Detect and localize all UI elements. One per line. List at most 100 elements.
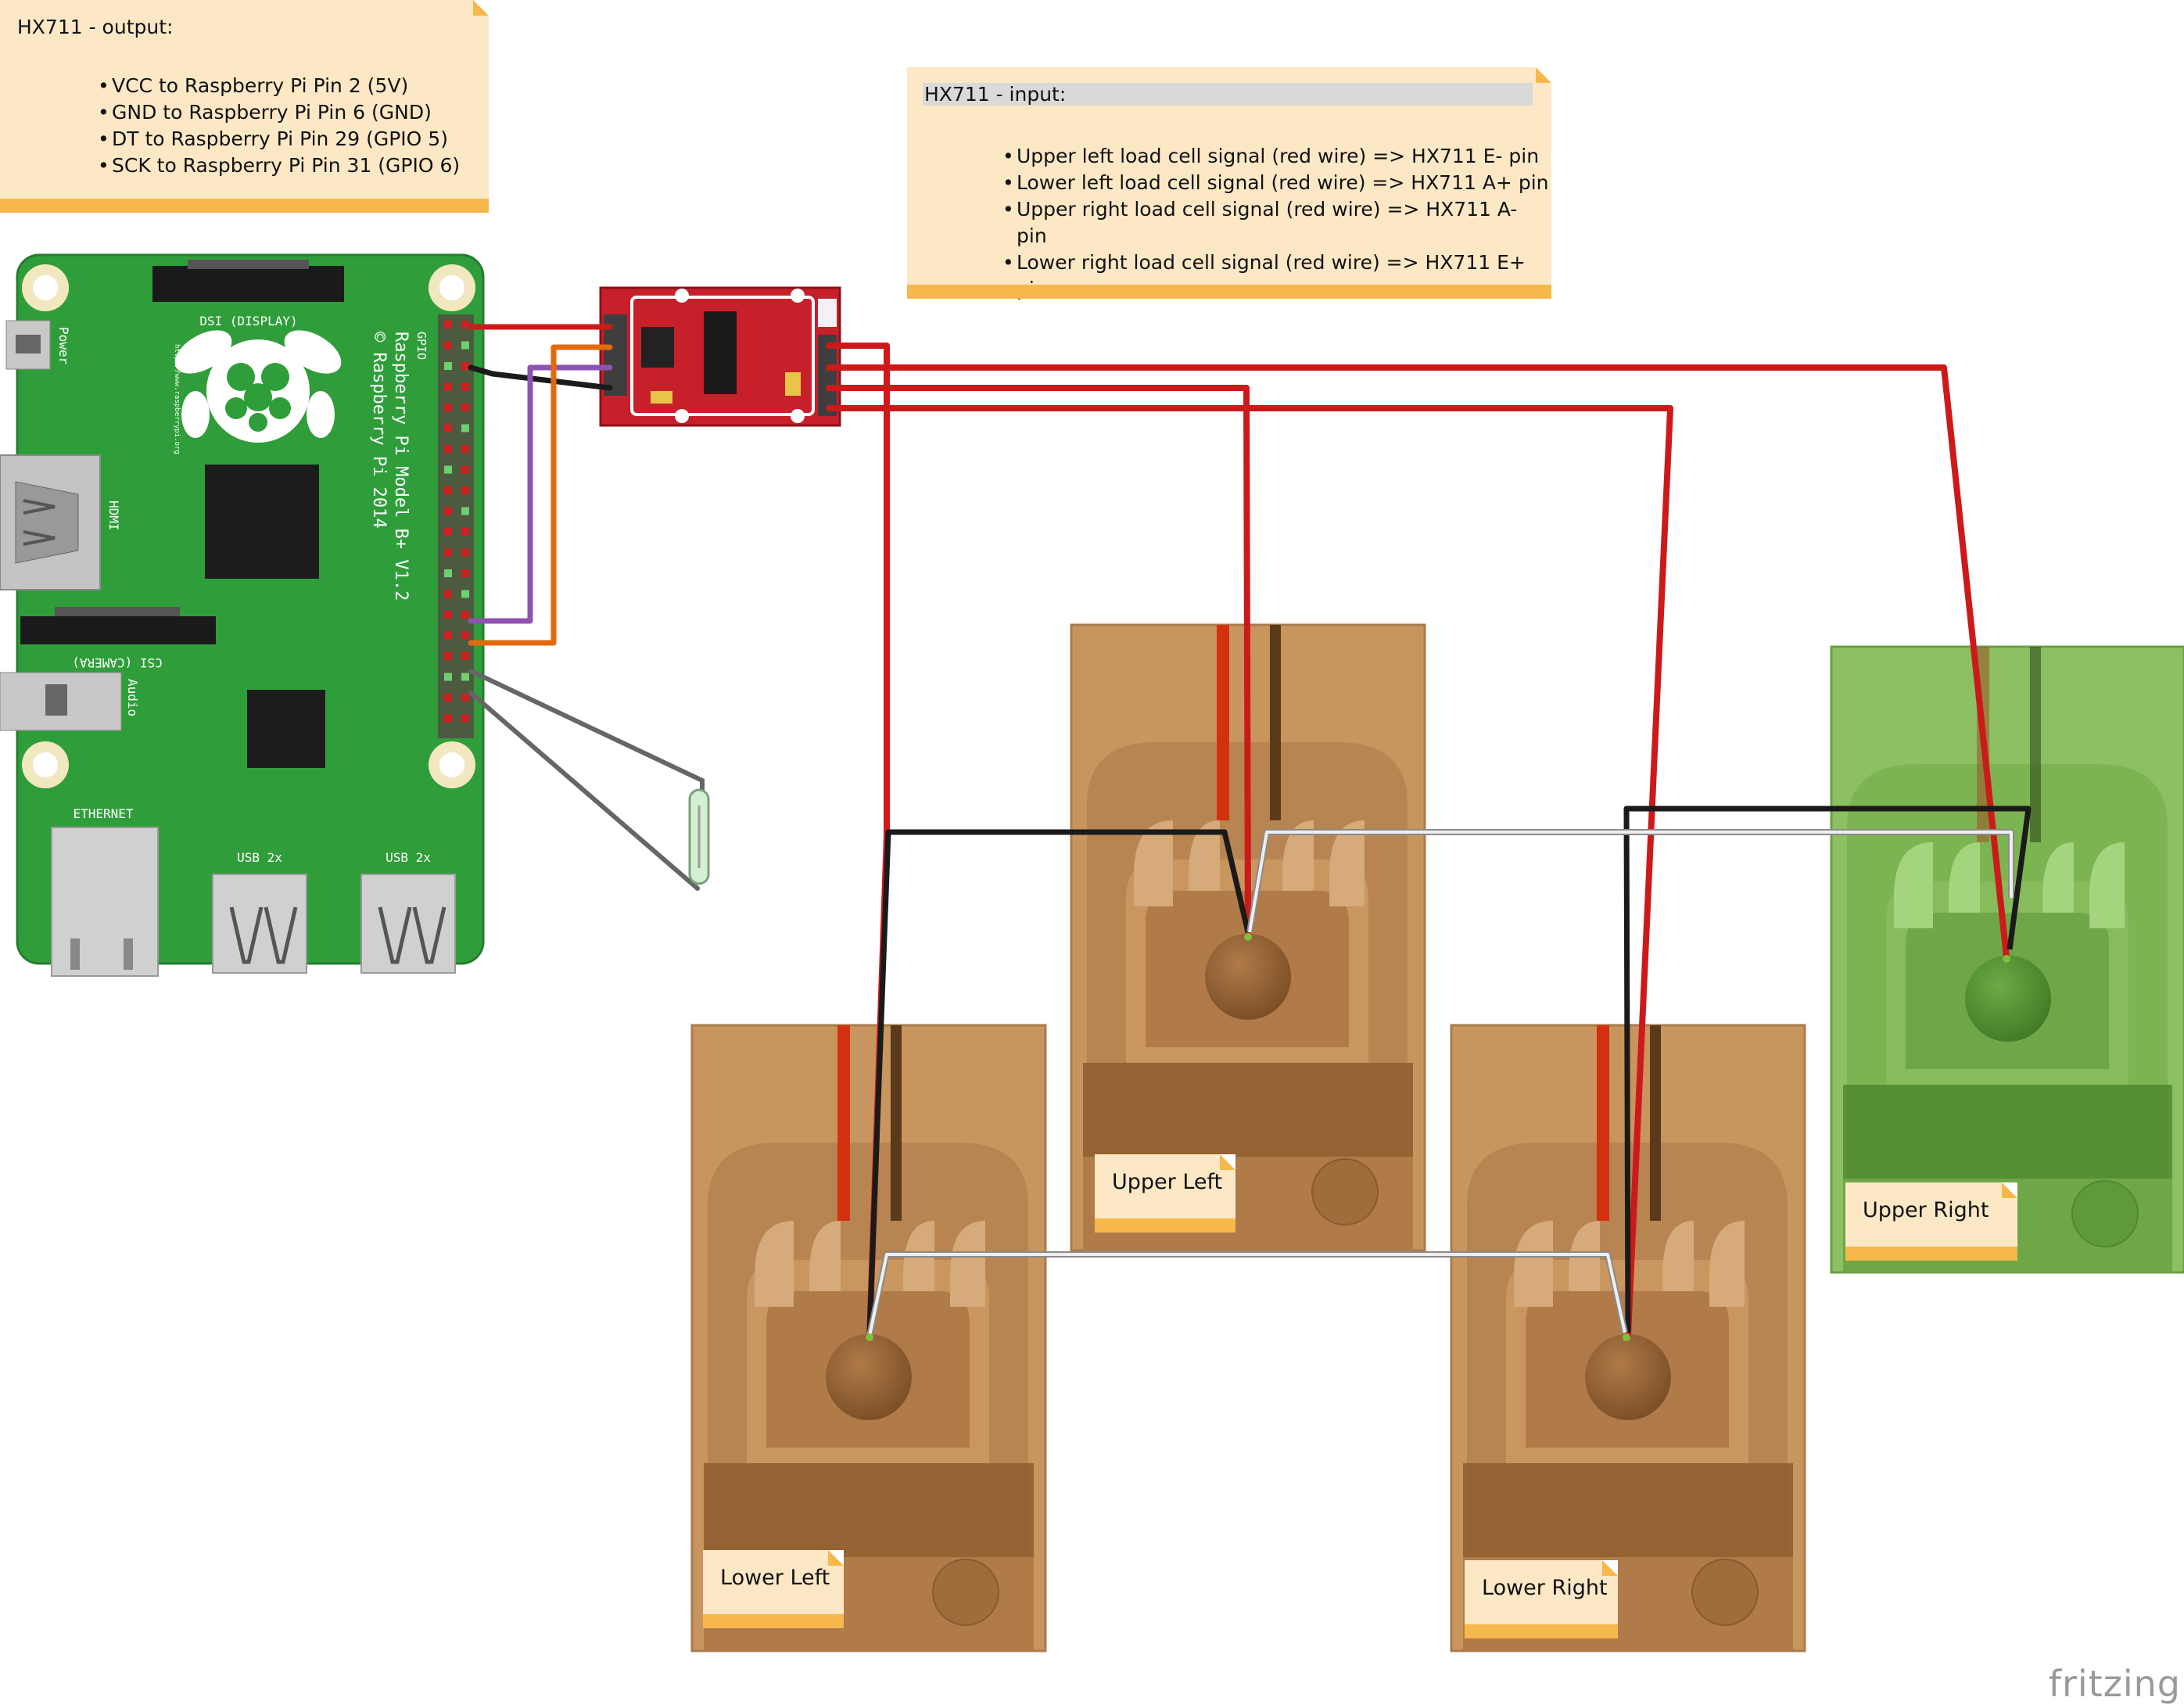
gpio-pin[interactable] (461, 362, 469, 370)
wire-sck (468, 344, 613, 646)
gpio-pin[interactable] (444, 404, 452, 411)
wire-black-right (1623, 806, 2032, 1333)
note-item: Upper right load cell signal (red wire) … (1002, 196, 1551, 249)
gpio-pin[interactable] (444, 673, 452, 681)
gpio-pin[interactable] (444, 382, 452, 391)
note-fold (473, 0, 489, 16)
note-list: Upper left load cell signal (red wire) =… (1002, 143, 1551, 303)
gpio-pin[interactable] (444, 528, 452, 536)
gpio-pin[interactable] (461, 507, 469, 515)
fritzing-brand: fritzing (2048, 1663, 2181, 1705)
power-label: Power (56, 327, 71, 365)
wire-white-top-core (1248, 831, 2013, 933)
gpio-pin[interactable] (444, 507, 452, 515)
gpio-pin[interactable] (444, 341, 452, 350)
gpio-pin[interactable] (444, 569, 452, 577)
label-text: Upper Right (1863, 1198, 1989, 1222)
gpio-pin[interactable] (461, 694, 469, 702)
hdmi-label: HDMI (106, 501, 121, 531)
gpio-pin[interactable] (444, 631, 452, 640)
gpio-pin[interactable] (461, 445, 469, 453)
gpio-label: GPIO (414, 332, 429, 360)
gpio-pin[interactable] (461, 465, 469, 474)
note-item: Lower left load cell signal (red wire) =… (1002, 170, 1551, 196)
gpio-pin[interactable] (444, 694, 452, 702)
label-upper-right[interactable]: Upper Right (1845, 1182, 2017, 1261)
gpio-pin[interactable] (461, 404, 469, 411)
note-title: HX711 - input: (923, 83, 1533, 106)
raspberry-logo (174, 330, 342, 443)
note-hx711-input[interactable]: HX711 - input: Upper left load cell sign… (907, 67, 1551, 300)
gpio-pin[interactable] (461, 673, 469, 681)
gpio-pin[interactable] (444, 445, 452, 453)
wire-reed-2 (468, 691, 700, 891)
gpio-pin[interactable] (461, 569, 469, 577)
load-cell-upper-left[interactable] (1070, 623, 1426, 1252)
note-hx711-output[interactable]: HX711 - output: VCC to Raspberry Pi Pin … (0, 0, 489, 213)
gpio-pin[interactable] (461, 631, 469, 640)
gpio-pin[interactable] (461, 652, 469, 660)
label-lower-left[interactable]: Lower Left (703, 1550, 844, 1628)
gpio-pin[interactable] (461, 714, 469, 723)
load-cell-lower-right[interactable] (1450, 1024, 1806, 1652)
raspberry-pi-board[interactable]: DSI (DISPLAY) CSI (CAMERA) ETHERNET USB … (0, 253, 485, 977)
note-bar (0, 199, 489, 213)
usb-label-a: USB 2x (237, 850, 282, 865)
usb-port-a (212, 874, 307, 974)
gpio-pin[interactable] (444, 548, 452, 557)
note-bar (907, 285, 1551, 299)
label-upper-left[interactable]: Upper Left (1095, 1154, 1235, 1233)
reed-switch[interactable] (688, 788, 710, 885)
gpio-pin[interactable] (444, 362, 452, 370)
note-title: HX711 - output: (17, 16, 174, 38)
gpio-pin[interactable] (444, 486, 452, 494)
ethernet-label: ETHERNET (73, 806, 133, 821)
label-text: Upper Left (1112, 1170, 1223, 1194)
hx711-regulator (641, 327, 674, 368)
gpio-pin[interactable] (461, 548, 469, 557)
lan-chip (247, 690, 325, 768)
dsi-label: DSI (DISPLAY) (199, 314, 297, 328)
note-item: VCC to Raspberry Pi Pin 2 (5V) (98, 73, 489, 99)
gpio-pin[interactable] (444, 424, 452, 432)
gpio-pin[interactable] (461, 382, 469, 391)
note-item: Upper left load cell signal (red wire) =… (1002, 143, 1551, 170)
load-cell-lower-left[interactable] (690, 1024, 1047, 1652)
hx711-module[interactable] (599, 286, 841, 427)
gpio-pin[interactable] (444, 590, 452, 598)
gpio-pin[interactable] (444, 611, 452, 619)
wire-white-bottom-core (868, 1253, 1626, 1337)
gpio-pins (444, 321, 469, 723)
gpio-pin[interactable] (444, 652, 452, 660)
wire-red-lower-right (826, 405, 1673, 1339)
audio-label: Audio (125, 679, 140, 716)
note-item: DT to Raspberry Pi Pin 29 (GPIO 5) (98, 126, 489, 152)
gpio-pin[interactable] (444, 321, 452, 328)
gpio-pin[interactable] (461, 321, 469, 328)
usb-port-b (360, 874, 456, 974)
gpio-pin[interactable] (444, 465, 452, 474)
label-lower-right[interactable]: Lower Right (1465, 1560, 1618, 1638)
wire-dt (468, 364, 613, 624)
note-item: GND to Raspberry Pi Pin 6 (GND) (98, 99, 489, 126)
note-list: VCC to Raspberry Pi Pin 2 (5V) GND to Ra… (98, 73, 489, 179)
dsi-connector (152, 266, 344, 302)
wire-reed-1 (468, 669, 705, 798)
usb-label-b: USB 2x (386, 850, 431, 865)
gpio-pin[interactable] (461, 424, 469, 432)
gpio-pin[interactable] (461, 611, 469, 619)
gpio-pin[interactable] (461, 486, 469, 494)
note-item: SCK to Raspberry Pi Pin 31 (GPIO 6) (98, 152, 489, 179)
wire-black-left (866, 829, 1251, 1333)
csi-label: CSI (CAMERA) (72, 655, 163, 670)
gpio-pin[interactable] (461, 528, 469, 536)
note-fold (1536, 67, 1551, 83)
gpio-pin[interactable] (461, 590, 469, 598)
ethernet-port (51, 827, 159, 977)
copyright-label: © Raspberry Pi 2014 (369, 332, 389, 529)
label-text: Lower Right (1482, 1576, 1608, 1600)
label-text: Lower Left (720, 1566, 830, 1590)
gpio-pin[interactable] (444, 714, 452, 723)
gpio-pin[interactable] (461, 341, 469, 350)
